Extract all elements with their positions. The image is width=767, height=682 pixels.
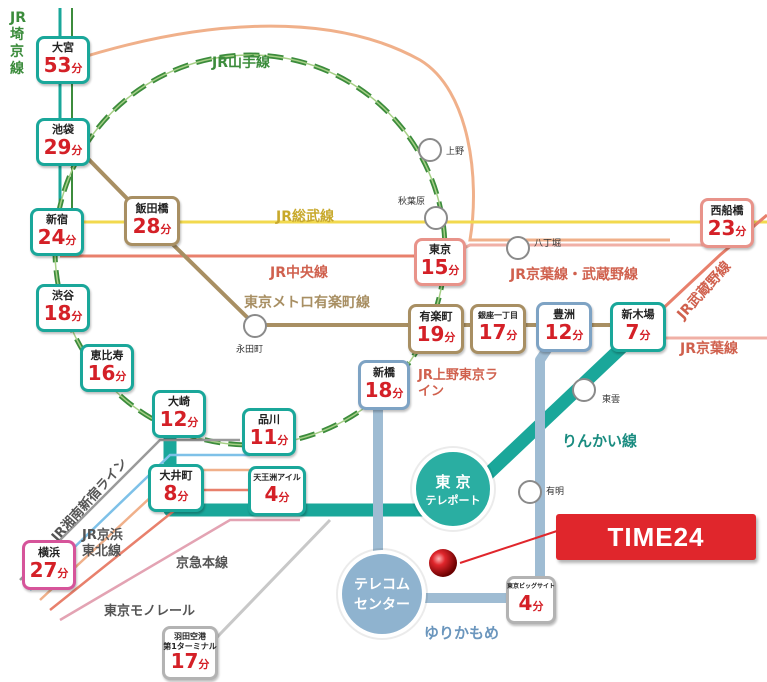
station-shimbashi[interactable]: 新橋 18分 bbox=[358, 360, 410, 410]
travel-time: 17分 bbox=[478, 320, 518, 344]
station-haneda[interactable]: 羽田空港 第1ターミナル 17分 bbox=[162, 626, 218, 680]
destination-marker bbox=[429, 549, 457, 577]
station-akihabara-circle[interactable] bbox=[424, 206, 448, 230]
station-name: 大崎 bbox=[168, 394, 190, 408]
travel-time: 16分 bbox=[87, 360, 127, 385]
line-label-rinkai: りんかい線 bbox=[562, 432, 638, 450]
station-name: 豊洲 bbox=[553, 307, 575, 321]
station-name: 大宮 bbox=[52, 40, 74, 54]
station-ariake-circle[interactable] bbox=[518, 480, 542, 504]
line-label-keiyo: JR京葉線 bbox=[680, 341, 738, 357]
line-label-ueno-tokyo: JR上野東京ライン bbox=[418, 368, 498, 399]
line-label-keikyu: 京急本線 bbox=[176, 556, 229, 571]
station-name: 有楽町 bbox=[419, 309, 453, 323]
station-ebisu[interactable]: 恵比寿 16分 bbox=[80, 344, 134, 392]
outer-orange-line bbox=[73, 24, 670, 242]
line-label-monorail: 東京モノレール bbox=[104, 604, 196, 619]
travel-time: 19分 bbox=[416, 321, 456, 346]
station-hatchobori-label: 八丁堀 bbox=[534, 239, 562, 249]
station-name: 渋谷 bbox=[52, 288, 74, 302]
line-label-yamanote: JR山手線 bbox=[212, 55, 270, 71]
station-name: 大井町 bbox=[159, 468, 193, 482]
station-omiya[interactable]: 大宮 53分 bbox=[36, 36, 90, 84]
travel-time: 23分 bbox=[707, 215, 747, 240]
station-name: 東京ビッグサイト bbox=[507, 583, 556, 590]
station-telecom-center[interactable]: テレコム センター bbox=[338, 550, 426, 638]
station-ikebukuro[interactable]: 池袋 29分 bbox=[36, 118, 90, 166]
line-label-sobu: JR総武線 bbox=[276, 209, 334, 225]
station-name: 恵比寿 bbox=[90, 348, 124, 362]
station-nishifunabashi[interactable]: 西船橋 23分 bbox=[700, 198, 754, 248]
station-name: 池袋 bbox=[52, 122, 74, 136]
station-shinagawa[interactable]: 品川 11分 bbox=[242, 408, 296, 456]
travel-time: 7分 bbox=[625, 319, 651, 344]
station-name: 飯田橋 bbox=[135, 201, 169, 215]
station-shinjuku[interactable]: 新宿 24分 bbox=[30, 208, 84, 256]
station-name: 西船橋 bbox=[710, 203, 744, 217]
station-nagatacho-circle[interactable] bbox=[243, 314, 267, 338]
station-yurakucho[interactable]: 有楽町 19分 bbox=[408, 304, 464, 354]
station-tokyo-teleport[interactable]: 東 京 テレポート bbox=[412, 448, 494, 530]
travel-time: 12分 bbox=[544, 319, 584, 344]
station-name: 羽田空港 第1ターミナル bbox=[163, 632, 217, 651]
travel-time: 12分 bbox=[159, 406, 199, 431]
station-oimachi[interactable]: 大井町 8分 bbox=[148, 464, 204, 512]
line-label-keihin: JR京浜東北線 bbox=[82, 528, 123, 559]
hub-name-line2: テレポート bbox=[425, 493, 481, 507]
travel-time: 4分 bbox=[264, 482, 290, 506]
station-bigsight[interactable]: 東京ビッグサイト 4分 bbox=[506, 576, 556, 624]
travel-time: 17分 bbox=[170, 649, 210, 673]
line-label-yurikamome: ゆりかもめ bbox=[424, 624, 500, 642]
southwest-lines bbox=[19, 438, 332, 662]
line-label-keiyo-musashino: JR京葉線・武蔵野線 bbox=[510, 267, 638, 283]
station-name: 新木場 bbox=[621, 307, 655, 321]
station-ariake-label: 有明 bbox=[546, 487, 565, 497]
rinkai-line bbox=[163, 325, 645, 517]
station-yokohama[interactable]: 横浜 27分 bbox=[22, 540, 76, 590]
travel-time: 29分 bbox=[43, 134, 83, 159]
travel-time: 18分 bbox=[364, 377, 404, 402]
line-label-saikyo: JR埼京線 bbox=[10, 10, 26, 77]
travel-time: 27分 bbox=[29, 557, 69, 582]
travel-time: 18分 bbox=[43, 300, 83, 325]
station-nagatacho-label: 永田町 bbox=[236, 345, 264, 355]
station-tokyo[interactable]: 東京 15分 bbox=[414, 238, 466, 286]
station-ginza-itchome[interactable]: 銀座一丁目 17分 bbox=[470, 304, 526, 354]
keiyo-musashino-line bbox=[439, 243, 730, 262]
travel-time: 28分 bbox=[132, 213, 172, 238]
travel-time: 15分 bbox=[420, 254, 460, 279]
travel-time: 53分 bbox=[43, 52, 83, 77]
station-ueno-circle[interactable] bbox=[418, 138, 442, 162]
station-shinonome-label: 東雲 bbox=[602, 395, 621, 405]
hub-name-line2: センター bbox=[354, 597, 410, 613]
travel-time: 24分 bbox=[37, 224, 77, 249]
station-osaki[interactable]: 大崎 12分 bbox=[152, 390, 206, 438]
station-akihabara-label: 秋葉原 bbox=[398, 197, 426, 207]
station-iidabashi[interactable]: 飯田橋 28分 bbox=[124, 196, 180, 246]
station-name: 銀座一丁目 bbox=[478, 311, 518, 320]
station-ueno-label: 上野 bbox=[446, 147, 465, 157]
line-label-chuo: JR中央線 bbox=[270, 265, 328, 281]
station-tennozu[interactable]: 天王洲アイル 4分 bbox=[248, 466, 306, 516]
station-name: 新橋 bbox=[373, 365, 395, 379]
time24-label: TIME24 bbox=[607, 521, 705, 552]
travel-time: 4分 bbox=[518, 591, 544, 615]
line-label-yurakucho: 東京メトロ有楽町線 bbox=[244, 295, 370, 311]
station-name: 横浜 bbox=[38, 545, 60, 559]
time24-callout[interactable]: TIME24 bbox=[556, 514, 756, 560]
hub-name-line1: テレコム bbox=[354, 577, 410, 593]
travel-time: 11分 bbox=[249, 424, 289, 449]
station-name: 品川 bbox=[258, 412, 280, 426]
station-hatchobori-circle[interactable] bbox=[506, 236, 530, 260]
station-shinkiba[interactable]: 新木場 7分 bbox=[610, 302, 666, 352]
station-name: 新宿 bbox=[46, 212, 68, 226]
hub-name-line1: 東 京 bbox=[435, 472, 471, 491]
station-shinonome-circle[interactable] bbox=[572, 378, 596, 402]
station-name: 東京 bbox=[429, 242, 451, 256]
station-shibuya[interactable]: 渋谷 18分 bbox=[36, 284, 90, 332]
station-toyosu[interactable]: 豊洲 12分 bbox=[536, 302, 592, 352]
station-name: 天王洲アイル bbox=[253, 473, 301, 482]
travel-time: 8分 bbox=[163, 480, 189, 505]
